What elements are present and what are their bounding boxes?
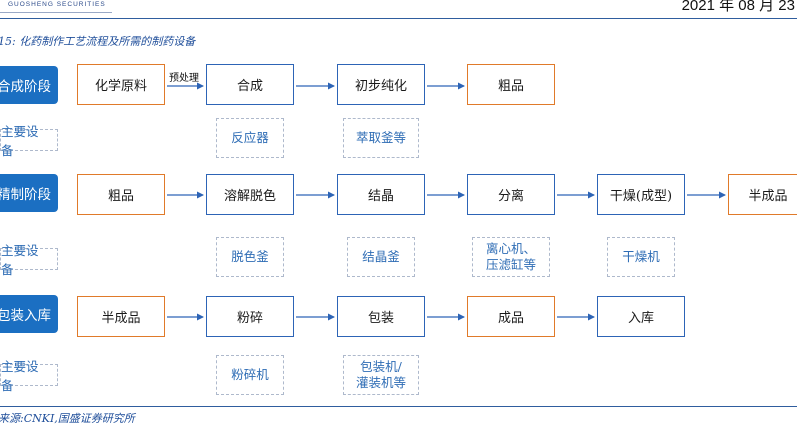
step-crush: 粉碎 [206,296,294,337]
step-separate: 分离 [467,174,555,215]
step-finished-product: 成品 [467,296,555,337]
step-dissolve-decolor: 溶解脱色 [206,174,294,215]
step-semi-finished-input: 半成品 [77,296,165,337]
step-semi-finished: 半成品 [728,174,797,215]
header-rule [0,18,797,19]
logo-text: GUOSHENG SECURITIES [8,1,106,8]
equipment-crusher: 粉碎机 [216,355,284,395]
equipment-centrifuge: 离心机、 压滤缸等 [472,237,550,277]
footer-rule [0,406,797,407]
stage-synthesis: 合成阶段 [0,66,58,104]
equipment-crystallizer: 结晶釜 [347,237,415,277]
stage-packaging: 包装入库 [0,295,58,333]
equipment-dryer: 干燥机 [607,237,675,277]
logo-underline [0,12,112,13]
step-crystallize: 结晶 [337,174,425,215]
step-crude-input: 粗品 [77,174,165,215]
arrow-label-pretreatment: 预处理 [169,73,199,84]
step-raw-material: 化学原料 [77,64,165,105]
step-warehouse: 入库 [597,296,685,337]
step-synthesis: 合成 [206,64,294,105]
step-dry-shape: 干燥(成型) [597,174,685,215]
equipment-packager: 包装机/ 灌装机等 [343,355,419,395]
equipment-extraction-kettle: 萃取釜等 [343,118,419,158]
equipment-decolor-kettle: 脱色釜 [216,237,284,277]
stage-refining: 精制阶段 [0,174,58,212]
figure-title: 15: 化药制作工艺流程及所需的制药设备 [0,35,196,48]
figure-source: 来源:CNKI,国盛证券研究所 [0,412,135,425]
report-date: 2021 年 08 月 23 [681,0,795,14]
step-initial-purification: 初步纯化 [337,64,425,105]
step-crude-product: 粗品 [467,64,555,105]
equipment-reactor: 反应器 [216,118,284,158]
step-package: 包装 [337,296,425,337]
